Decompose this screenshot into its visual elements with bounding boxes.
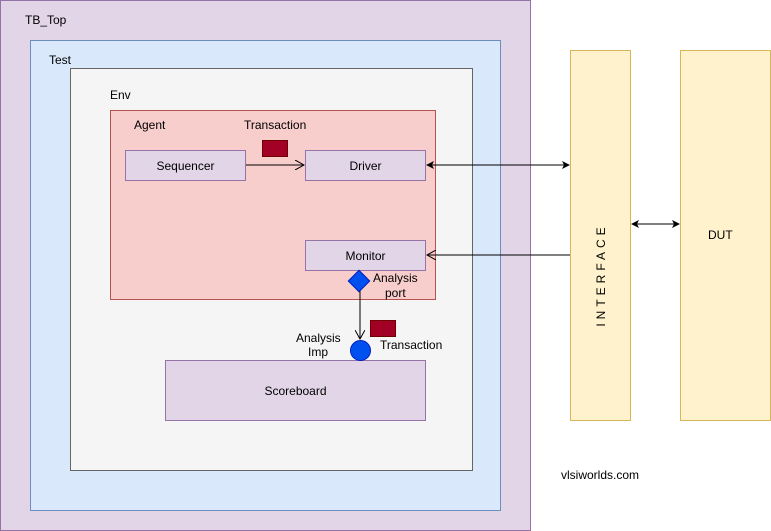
scoreboard-label: Scoreboard: [264, 383, 327, 398]
analysis-imp-circle-icon[interactable]: [350, 340, 371, 361]
transaction-label-bottom: Transaction: [380, 338, 443, 352]
monitor-label: Monitor: [345, 248, 386, 263]
transaction-label-top: Transaction: [244, 118, 307, 132]
monitor-block[interactable]: Monitor: [305, 240, 426, 271]
driver-block[interactable]: Driver: [305, 150, 426, 181]
interface-label: INTERFACE: [593, 223, 608, 327]
transaction-packet-icon: [370, 320, 396, 337]
interface-block[interactable]: INTERFACE: [570, 50, 631, 421]
driver-label: Driver: [349, 158, 382, 173]
transaction-packet-icon: [262, 140, 288, 157]
dut-block[interactable]: DUT: [680, 50, 771, 421]
watermark-text: vlsiworlds.com: [561, 468, 640, 482]
env-label: Env: [110, 88, 131, 102]
scoreboard-block[interactable]: Scoreboard: [165, 360, 426, 421]
agent-label: Agent: [134, 118, 166, 132]
sequencer-label: Sequencer: [156, 158, 215, 173]
analysis-port-label-line1: Analysis: [373, 271, 418, 285]
analysis-port-label-line2: port: [385, 286, 406, 300]
analysis-imp-label-line1: Analysis: [296, 331, 341, 345]
sequencer-block[interactable]: Sequencer: [125, 150, 246, 181]
tb-top-label: TB_Top: [25, 13, 67, 27]
test-label: Test: [49, 53, 72, 67]
analysis-imp-label-line2: Imp: [308, 345, 329, 359]
dut-label: DUT: [708, 228, 733, 242]
